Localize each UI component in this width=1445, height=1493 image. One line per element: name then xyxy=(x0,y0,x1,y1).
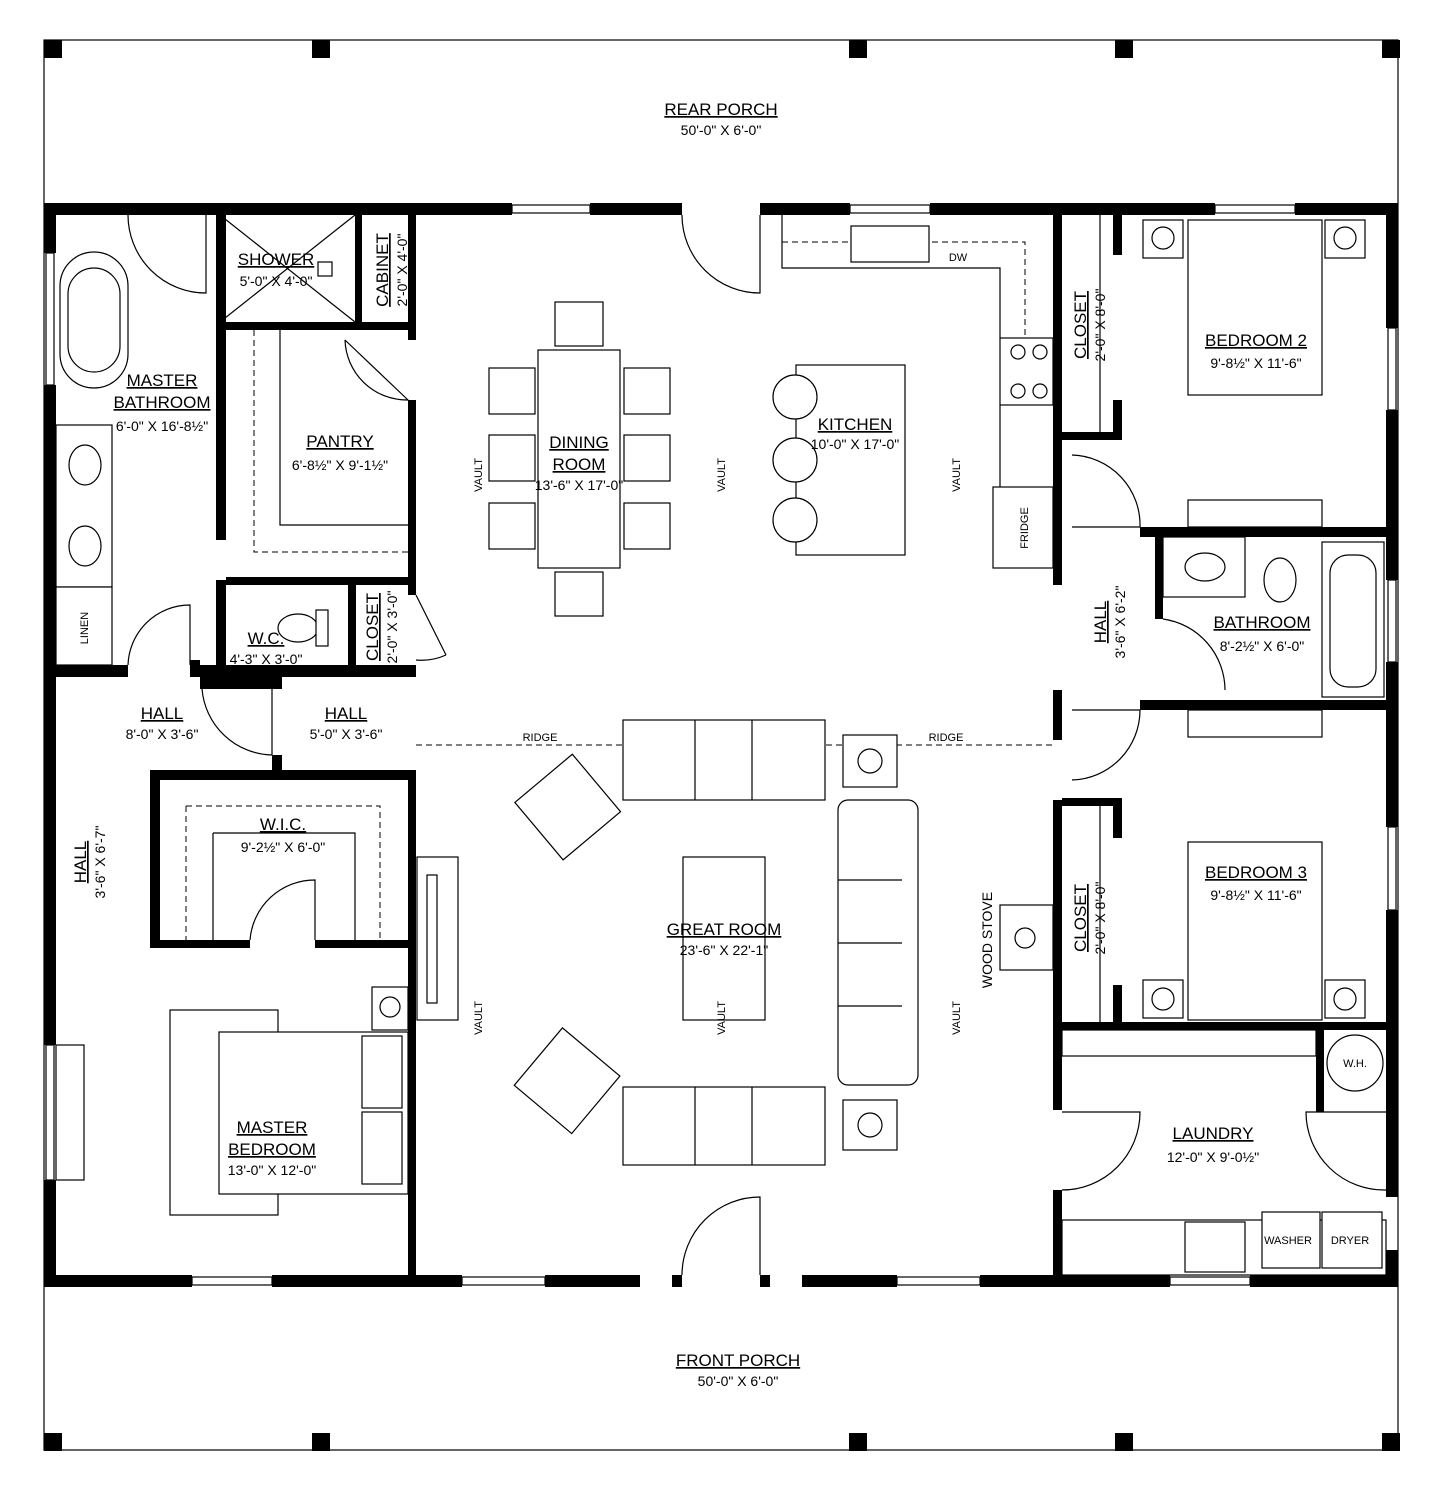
svg-text:9'-8½" X 11'-6": 9'-8½" X 11'-6" xyxy=(1210,887,1301,903)
vault-label: VAULT xyxy=(951,1001,963,1035)
closet-label: CLOSET xyxy=(1071,291,1090,359)
closet-label: CLOSET xyxy=(1071,884,1090,952)
exterior-walls xyxy=(44,203,1398,1287)
svg-text:23'-6" X 22'-1": 23'-6" X 22'-1" xyxy=(680,942,768,958)
washer-icon xyxy=(1261,1211,1321,1269)
svg-text:4'-3" X 3'-0": 4'-3" X 3'-0" xyxy=(230,651,303,667)
ridge-label: RIDGE xyxy=(929,732,964,744)
svg-text:2'-0" X 4'-0": 2'-0" X 4'-0" xyxy=(394,234,410,307)
wood-stove-label: WOOD STOVE xyxy=(979,892,995,988)
svg-text:10'-0" X 17'-0": 10'-0" X 17'-0" xyxy=(811,436,899,452)
windows xyxy=(45,204,1397,1286)
hall-label: HALL xyxy=(325,704,368,723)
svg-text:9'-2½" X 6'-0": 9'-2½" X 6'-0" xyxy=(241,839,326,855)
svg-text:3'-6" X 6'-7": 3'-6" X 6'-7" xyxy=(92,826,108,899)
wc-label: W.C. xyxy=(248,629,285,648)
svg-text:2'-0" X 8'-0": 2'-0" X 8'-0" xyxy=(1092,882,1108,955)
svg-text:2'-0" X 3'-0": 2'-0" X 3'-0" xyxy=(384,591,400,664)
shower-label: SHOWER xyxy=(238,250,315,269)
dining-room-label: DINING xyxy=(549,433,609,452)
master-bedroom-label: MASTER xyxy=(237,1118,308,1137)
svg-text:8'-2½" X 6'-0": 8'-2½" X 6'-0" xyxy=(1220,638,1305,654)
armchair-icon xyxy=(513,1027,621,1135)
vault-label: VAULT xyxy=(716,1001,728,1035)
rear-porch-label: REAR PORCH xyxy=(664,100,777,119)
laundry-sink-icon xyxy=(1184,1221,1246,1273)
vault-label: VAULT xyxy=(473,1001,485,1035)
svg-text:2'-0" X 8'-0": 2'-0" X 8'-0" xyxy=(1092,289,1108,362)
shower-drain-icon xyxy=(317,261,333,277)
coffee-table-icon xyxy=(682,856,766,1021)
bed-icon xyxy=(1187,841,1323,1021)
laundry-label: LAUNDRY xyxy=(1173,1124,1254,1143)
svg-text:ROOM: ROOM xyxy=(553,455,606,474)
svg-text:BATHROOM: BATHROOM xyxy=(114,393,211,412)
svg-text:50'-0" X 6'-0": 50'-0" X 6'-0" xyxy=(698,1373,779,1389)
front-porch-label: FRONT PORCH xyxy=(676,1351,800,1370)
toilet-icon xyxy=(1263,557,1297,603)
water-heater-label: W.H. xyxy=(1343,1058,1367,1070)
svg-text:6'-0" X 16'-8½": 6'-0" X 16'-8½" xyxy=(116,418,208,434)
washer-label: WASHER xyxy=(1264,1235,1312,1247)
svg-text:BEDROOM: BEDROOM xyxy=(228,1140,316,1159)
dishwasher-label: DW xyxy=(949,252,968,264)
svg-text:5'-0" X 4'-0": 5'-0" X 4'-0" xyxy=(240,273,313,289)
closet-label: CLOSET xyxy=(363,593,382,661)
svg-text:8'-0" X 3'-6": 8'-0" X 3'-6" xyxy=(126,726,199,742)
vault-label: VAULT xyxy=(473,458,485,492)
kitchen-label: KITCHEN xyxy=(818,415,893,434)
hall-label: HALL xyxy=(71,841,90,884)
porch-posts xyxy=(44,40,1400,1451)
sofa-icon xyxy=(622,1086,826,1166)
svg-text:3'-6" X 6'-2": 3'-6" X 6'-2" xyxy=(1112,586,1128,659)
sofa-icon xyxy=(622,719,826,801)
bed-icon xyxy=(1187,219,1323,396)
armchair-icon xyxy=(514,753,622,861)
svg-text:50'-0" X 6'-0": 50'-0" X 6'-0" xyxy=(681,122,762,138)
sink-icon xyxy=(850,225,930,263)
pantry-label: PANTRY xyxy=(306,432,373,451)
vault-label: VAULT xyxy=(951,458,963,492)
master-bathroom-label: MASTER xyxy=(127,371,198,390)
ridge-label: RIDGE xyxy=(523,732,558,744)
great-room-label: GREAT ROOM xyxy=(667,920,782,939)
svg-text:12'-0" X 9'-0½": 12'-0" X 9'-0½" xyxy=(1167,1149,1259,1165)
fridge-icon xyxy=(992,486,1054,569)
fridge-label: FRIDGE xyxy=(1019,507,1031,549)
bedroom2-label: BEDROOM 2 xyxy=(1205,331,1307,350)
svg-text:13'-6" X 17'-0": 13'-6" X 17'-0" xyxy=(535,477,623,493)
room-labels: REAR PORCH 50'-0" X 6'-0" FRONT PORCH 50… xyxy=(71,100,1310,1389)
door-swings xyxy=(127,214,1387,1276)
svg-text:5'-0" X 3'-6": 5'-0" X 3'-6" xyxy=(310,726,383,742)
hall-label: HALL xyxy=(141,704,184,723)
svg-text:9'-8½" X 11'-6": 9'-8½" X 11'-6" xyxy=(1210,355,1301,371)
svg-text:6'-8½" X 9'-1½": 6'-8½" X 9'-1½" xyxy=(292,457,388,473)
bathroom-label: BATHROOM xyxy=(1214,613,1311,632)
vault-label: VAULT xyxy=(716,458,728,492)
wic-label: W.I.C. xyxy=(260,815,306,834)
dining-table-icon xyxy=(537,349,621,569)
hall-label: HALL xyxy=(1091,601,1110,644)
dryer-label: DRYER xyxy=(1331,1235,1369,1247)
water-heater-icon xyxy=(1326,1034,1384,1092)
linen-label: LINEN xyxy=(79,612,91,644)
furniture xyxy=(55,214,1387,1276)
interior-walls xyxy=(44,215,1398,1287)
cabinet-label: CABINET xyxy=(373,233,392,307)
dryer-icon xyxy=(1321,1211,1383,1269)
annotations: VAULT VAULT VAULT VAULT VAULT VAULT RIDG… xyxy=(79,252,1369,1247)
bedroom3-label: BEDROOM 3 xyxy=(1205,863,1307,882)
svg-text:13'-0" X 12'-0": 13'-0" X 12'-0" xyxy=(228,1162,316,1178)
